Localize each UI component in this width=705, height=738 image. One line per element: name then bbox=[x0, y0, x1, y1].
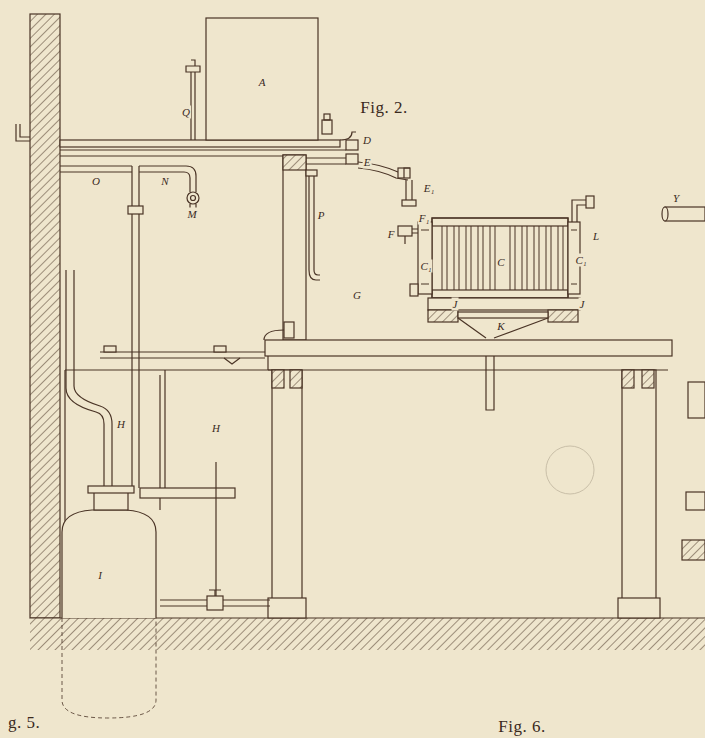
figure-label: Fig. 2. bbox=[359, 98, 408, 117]
part-letter: G bbox=[352, 289, 362, 302]
library-stamp bbox=[546, 446, 594, 494]
part-letter: P bbox=[317, 209, 326, 222]
part-letter: H bbox=[116, 418, 126, 431]
part-letter: E bbox=[363, 156, 372, 169]
part-letter: J bbox=[579, 298, 586, 311]
part-letter: Q bbox=[181, 106, 191, 119]
part-letter: K bbox=[496, 320, 505, 333]
part-letter: C bbox=[496, 256, 505, 269]
part-letter: Y bbox=[672, 192, 680, 205]
figure-label: g. 5. bbox=[7, 713, 41, 732]
part-letter: N bbox=[160, 175, 169, 188]
part-letter: C₁ bbox=[419, 260, 432, 273]
part-letter: M bbox=[186, 208, 197, 221]
figure-label: Fig. 6. bbox=[497, 717, 546, 736]
part-letter: E₁ bbox=[423, 182, 436, 195]
part-letter: D bbox=[362, 134, 372, 147]
part-letter: F₁ bbox=[418, 212, 431, 225]
part-letter: C₁ bbox=[574, 254, 587, 267]
part-letter: A bbox=[258, 76, 267, 89]
part-letter: H bbox=[211, 422, 221, 435]
part-letter: F bbox=[387, 228, 396, 241]
part-letter: O bbox=[91, 175, 101, 188]
part-letter: I bbox=[97, 569, 103, 582]
part-letter: J bbox=[452, 298, 459, 311]
part-letter: L bbox=[592, 230, 600, 243]
